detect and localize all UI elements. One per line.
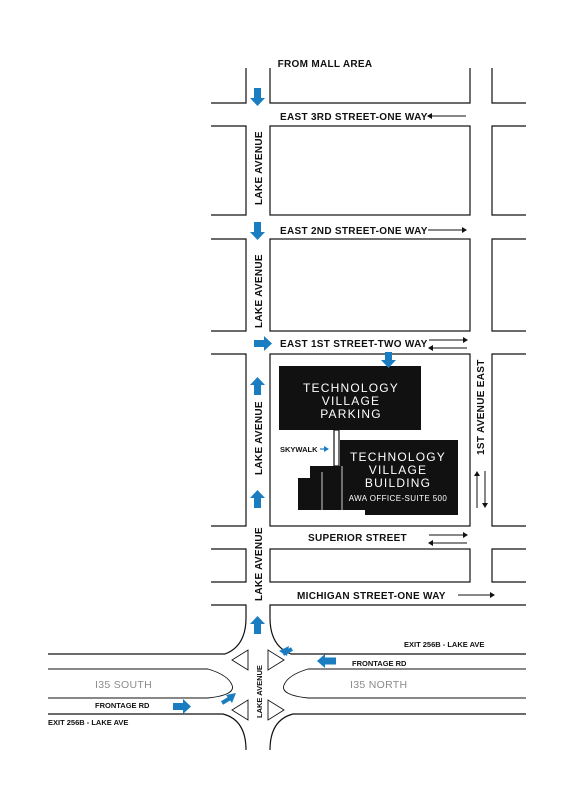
- city-block: [269, 548, 471, 583]
- ramp-edge: [283, 668, 309, 699]
- parking-label-line-3: PARKING: [320, 407, 382, 421]
- building-label-line-3: BUILDING: [365, 476, 431, 490]
- technology-village-building: [298, 440, 458, 515]
- frontage-rd-left-label: FRONTAGE RD: [95, 701, 150, 710]
- one-way-arrow-icon: [427, 113, 466, 119]
- superior-street-label: SUPERIOR STREET: [308, 533, 407, 544]
- first-avenue-east-label: 1ST AVENUE EAST: [476, 359, 487, 455]
- city-block: [269, 125, 471, 216]
- technology-village-parking: [279, 366, 421, 430]
- michigan-street-label: MICHIGAN STREET-ONE WAY: [297, 591, 446, 602]
- building-label-line-2: VILLAGE: [369, 463, 427, 477]
- east-1st-street-label: EAST 1ST STREET-TWO WAY: [280, 339, 428, 350]
- arrow-up-icon: [250, 616, 265, 634]
- arrow-left-icon: [317, 654, 336, 668]
- arrow-up-icon: [250, 377, 265, 395]
- arrow-up-icon: [250, 490, 265, 508]
- arrow-down-icon: [250, 88, 265, 106]
- block-edge: [491, 125, 526, 216]
- arrow-right-icon: [320, 446, 329, 452]
- exit-256b-left-label: EXIT 256B - LAKE AVE: [48, 718, 128, 727]
- arrow-right-icon: [173, 699, 191, 714]
- block-edge: [491, 238, 526, 332]
- block-edge: [211, 125, 247, 216]
- skywalk-connector: [333, 429, 340, 467]
- traffic-island: [267, 699, 285, 721]
- one-way-arrow-icon: [428, 227, 467, 233]
- lake-avenue-label: LAKE AVENUE: [254, 254, 265, 328]
- parking-label-line-1: TECHNOLOGY: [303, 381, 399, 395]
- lake-avenue-label: LAKE AVENUE: [255, 665, 264, 718]
- block-edge: [211, 238, 247, 332]
- block-edge: [491, 353, 526, 527]
- lake-avenue-label: LAKE AVENUE: [254, 527, 265, 601]
- road-edge: [48, 604, 247, 655]
- east-3rd-street-label: EAST 3RD STREET-ONE WAY: [280, 112, 428, 123]
- arrow-diagonal-icon: [220, 693, 236, 705]
- arrow-diagonal-icon: [279, 646, 293, 656]
- road-edge: [48, 713, 247, 751]
- arrow-down-icon: [381, 352, 396, 368]
- skywalk-label: SKYWALK: [280, 445, 318, 454]
- block-edge: [211, 68, 247, 104]
- exit-256b-right-label: EXIT 256B - LAKE AVE: [404, 640, 484, 649]
- from-mall-label: FROM MALL AREA: [278, 59, 373, 70]
- two-way-arrow-icon: [428, 532, 468, 546]
- east-2nd-street-label: EAST 2ND STREET-ONE WAY: [280, 226, 428, 237]
- lake-avenue-label: LAKE AVENUE: [254, 401, 265, 475]
- traffic-island: [231, 699, 249, 721]
- block-edge: [491, 548, 526, 583]
- city-block: [269, 353, 471, 527]
- awa-office-suite-label: AWA OFFICE-SUITE 500: [349, 494, 448, 503]
- road-edge: [269, 604, 526, 655]
- lake-avenue-label: LAKE AVENUE: [254, 131, 265, 205]
- traffic-island: [267, 649, 285, 671]
- parking-label-line-2: VILLAGE: [322, 394, 380, 408]
- block-edge: [269, 68, 471, 104]
- arrow-down-icon: [250, 222, 265, 240]
- ramp-edge: [207, 668, 233, 699]
- traffic-island: [231, 649, 249, 671]
- one-way-arrow-icon: [458, 592, 495, 598]
- city-block: [269, 238, 471, 332]
- two-way-arrow-icon: [428, 337, 468, 351]
- block-edge: [211, 548, 247, 583]
- block-edge: [211, 353, 247, 527]
- i35-north-label: I35 NORTH: [350, 679, 407, 691]
- block-edge: [491, 68, 526, 104]
- i35-south-label: I35 SOUTH: [95, 679, 152, 691]
- frontage-rd-right-label: FRONTAGE RD: [352, 659, 407, 668]
- road-edge: [269, 713, 526, 751]
- two-way-arrow-icon: [474, 471, 488, 508]
- arrow-right-icon: [254, 336, 272, 351]
- building-label-line-1: TECHNOLOGY: [350, 450, 446, 464]
